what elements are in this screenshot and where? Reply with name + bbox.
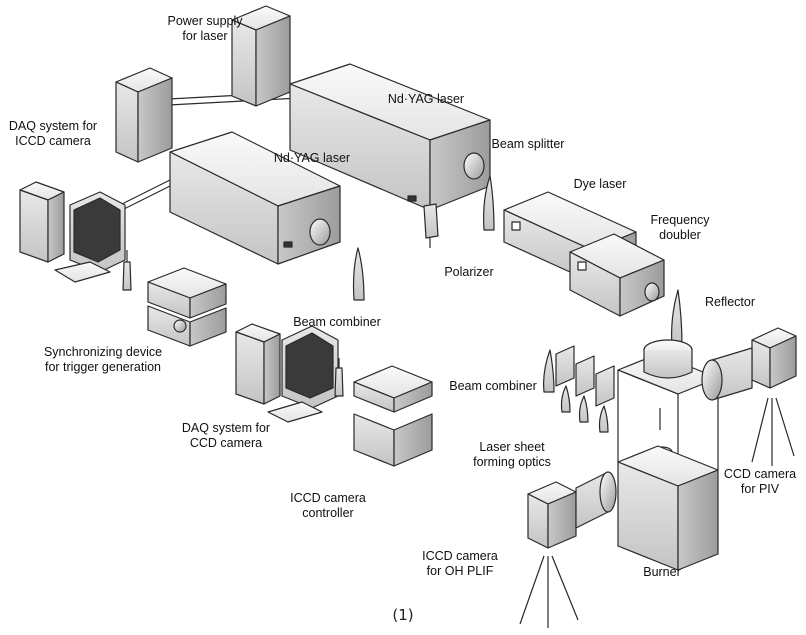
iccd-camera-plif	[520, 472, 616, 628]
iccd-camera-controller	[354, 366, 432, 466]
laser-sheet-forming-optics	[556, 346, 614, 432]
label-sync-device: Synchronizing device for trigger generat…	[44, 345, 162, 375]
figure-caption: (1)	[392, 606, 413, 624]
polarizer-optic	[424, 204, 438, 248]
label-polarizer: Polarizer	[444, 265, 493, 280]
label-frequency-doubler: Frequency doubler	[650, 213, 709, 243]
reflector-optic	[672, 290, 682, 346]
frequency-doubler-unit	[570, 234, 664, 316]
label-dye-laser: Dye laser	[574, 177, 627, 192]
label-iccd-camera-plif: ICCD camera for OH PLIF	[422, 549, 498, 579]
label-beam-combiner-center: Beam combiner	[293, 315, 381, 330]
label-burner: Burner	[643, 565, 681, 580]
label-reflector: Reflector	[705, 295, 755, 310]
label-power-supply: Power supply for laser	[167, 14, 242, 44]
label-iccd-controller: ICCD camera controller	[290, 491, 366, 521]
ccd-camera-piv	[702, 328, 796, 466]
beam-combiner-right-optic	[544, 350, 554, 392]
label-ndyag-laser-mid: Nd·YAG laser	[274, 151, 350, 166]
label-ccd-camera-piv: CCD camera for PIV	[724, 467, 796, 497]
label-beam-combiner-right: Beam combiner	[449, 379, 537, 394]
label-ndyag-laser-top: Nd·YAG laser	[388, 92, 464, 107]
label-laser-sheet-optics: Laser sheet forming optics	[473, 440, 551, 470]
daq-ccd-computer	[236, 324, 338, 422]
beam-combiner-center-optic	[354, 248, 365, 300]
label-daq-ccd: DAQ system for CCD camera	[182, 421, 270, 451]
synchronizing-device	[148, 268, 226, 346]
power-supply-cabinet-left	[116, 68, 172, 162]
daq-iccd-computer	[20, 182, 125, 282]
label-daq-iccd: DAQ system for ICCD camera	[9, 119, 97, 149]
label-beam-splitter: Beam splitter	[492, 137, 565, 152]
